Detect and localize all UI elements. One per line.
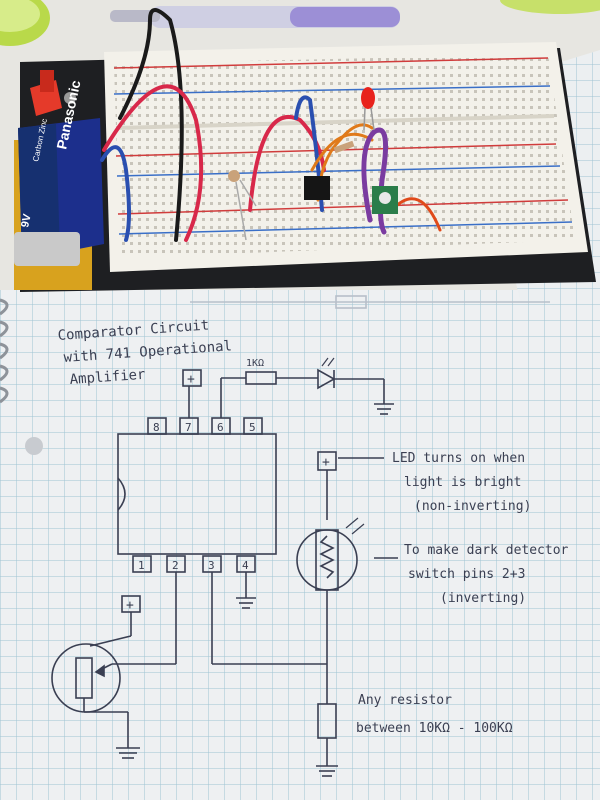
- pin-label-6: 6: [217, 421, 224, 434]
- pin-label-8: 8: [153, 421, 160, 434]
- led-note-2: light is bright: [404, 475, 521, 490]
- components: [228, 87, 398, 241]
- binding-post: [30, 70, 76, 116]
- plus-box-top: +: [187, 372, 195, 387]
- photoresistor: [228, 170, 240, 182]
- plus-box-left: +: [126, 598, 134, 613]
- resistor-1k-label: 1KΩ: [246, 358, 264, 369]
- op-amp-chip: [304, 176, 330, 200]
- led-note-3: (non-inverting): [414, 499, 531, 514]
- pin-label-2: 2: [172, 559, 179, 572]
- pin-label-7: 7: [185, 421, 192, 434]
- resistor-note-1: Any resistor: [358, 693, 452, 708]
- dark-note-1: To make dark detector: [404, 543, 569, 558]
- battery-voltage: 9V: [19, 212, 34, 228]
- resistor: [333, 140, 355, 154]
- spiral-binding: [0, 298, 9, 404]
- green-object: [500, 0, 600, 14]
- plus-box-right: +: [322, 455, 330, 470]
- pen: [110, 6, 400, 28]
- title-line-3: Amplifier: [69, 367, 146, 388]
- battery-9v: Panasonic Carbon Zinc 9V: [14, 79, 104, 266]
- pin-label-3: 3: [208, 559, 215, 572]
- pin-label-1: 1: [138, 559, 145, 572]
- sketch-led: [317, 368, 336, 390]
- resistor-note-2: between 10KΩ - 100KΩ: [356, 721, 513, 736]
- circuit-sketch: [51, 295, 550, 777]
- binder-hole: [25, 437, 43, 455]
- ic-notch: [117, 477, 126, 511]
- breadboard: [104, 42, 588, 272]
- dark-note-2: switch pins 2+3: [408, 567, 525, 582]
- led-note-1: LED turns on when: [392, 451, 525, 466]
- dark-note-3: (inverting): [440, 591, 526, 606]
- jumper-wires: [100, 8, 442, 242]
- pin-label-4: 4: [242, 559, 249, 572]
- led-red: [361, 87, 375, 109]
- sketch-text: Comparator Circuit with 741 Operational …: [57, 317, 568, 736]
- pin-label-5: 5: [249, 421, 256, 434]
